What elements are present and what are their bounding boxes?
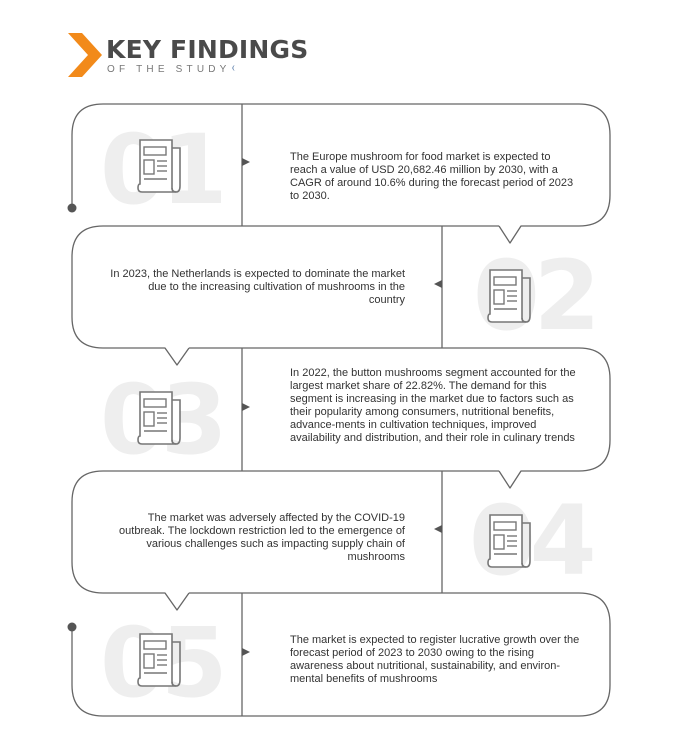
document-icon [487, 514, 531, 568]
card-outline-5 [71, 592, 611, 717]
page-title: KEY FINDINGS [106, 35, 309, 64]
pointer-1 [242, 158, 250, 166]
document-icon [487, 269, 531, 323]
document-icon [137, 391, 181, 445]
document-icon [137, 633, 181, 687]
timeline-end-dot [67, 622, 77, 632]
timeline-start-dot [67, 203, 77, 213]
finding-text-4: The market was adversely affected by the… [119, 512, 405, 563]
card-outline-1 [71, 103, 611, 244]
card-outline-4 [71, 470, 499, 611]
pointer-4 [434, 525, 442, 533]
pointer-2 [434, 280, 442, 288]
document-icon [137, 139, 181, 193]
pointer-3 [242, 403, 250, 411]
card-outline-2 [71, 225, 499, 366]
page-subtitle: OF THE STUDY [107, 63, 238, 75]
finding-text-3: In 2022, the button mushrooms segment ac… [290, 367, 576, 444]
finding-text-5: The market is expected to register lucra… [290, 634, 580, 685]
chevron-right-icon [68, 33, 102, 77]
card-outline-3 [189, 347, 611, 489]
crescent-icon [232, 63, 238, 71]
finding-text-1: The Europe mushroom for food market is e… [290, 151, 574, 202]
pointer-5 [242, 648, 250, 656]
finding-text-2: In 2023, the Netherlands is expected to … [110, 268, 405, 306]
